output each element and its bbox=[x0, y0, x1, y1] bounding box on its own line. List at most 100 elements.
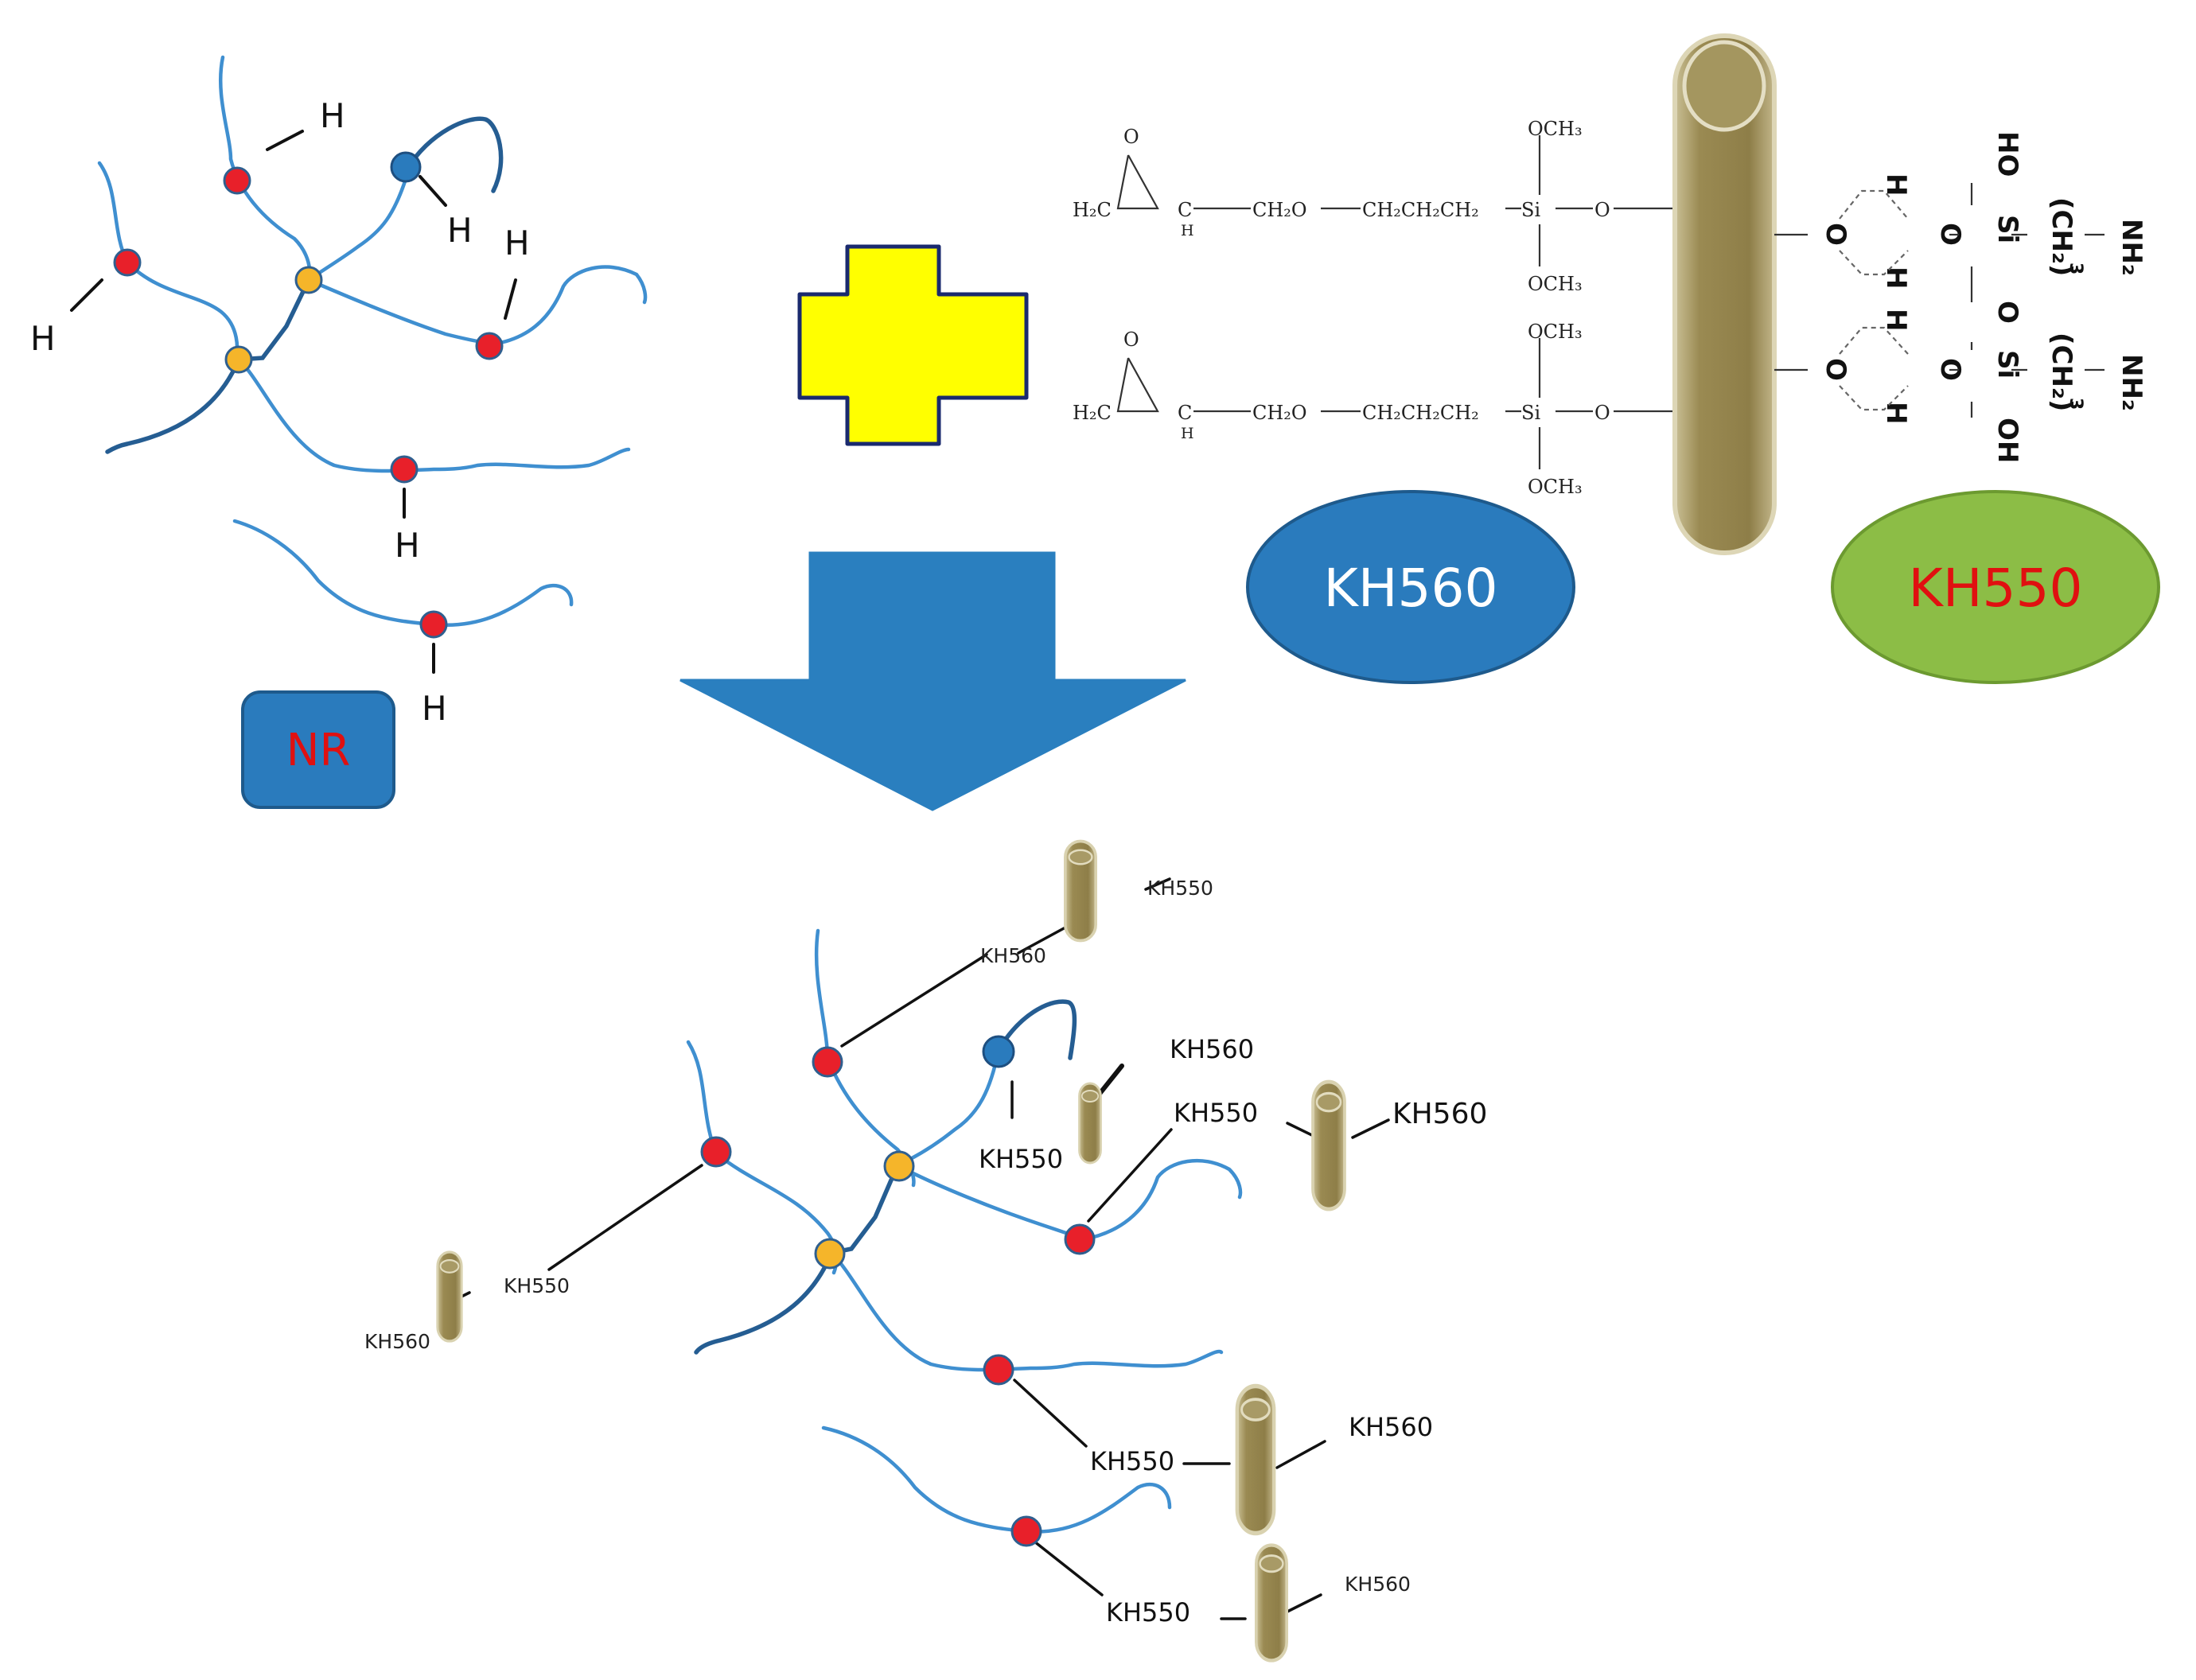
propyl-group: CH₂CH₂CH₂ bbox=[1362, 199, 1479, 221]
product-network: KH550 KH560 KH560 KH550 KH550 KH560 KH55… bbox=[364, 839, 1487, 1661]
kh550-chain-upper: O H H O HO Si (CH₂) 3 NH₂ O bbox=[1774, 131, 2147, 324]
chain-segment bbox=[236, 278, 311, 362]
reactive-site-node bbox=[700, 1136, 732, 1168]
surface-oxygen: O bbox=[1820, 223, 1851, 246]
hydrogen-lower: H bbox=[1880, 402, 1912, 424]
chain-segment bbox=[694, 1250, 834, 1355]
kh550-legend-label: KH550 bbox=[1909, 558, 2083, 619]
silica-particle bbox=[1672, 33, 1777, 555]
chain-segment bbox=[829, 1163, 900, 1255]
h2c-group: H₂C bbox=[1073, 199, 1112, 221]
silica-particle bbox=[1237, 1386, 1274, 1534]
propyl-ch2: (CH₂) bbox=[2046, 332, 2077, 411]
junction-node bbox=[883, 1150, 915, 1182]
nr-label-box: NR bbox=[241, 690, 395, 809]
reactive-site-node bbox=[419, 610, 448, 639]
silica-particle bbox=[1313, 1082, 1345, 1209]
ch2o-group: CH₂O bbox=[1252, 402, 1307, 424]
bridge-oxygen: O bbox=[1594, 402, 1610, 424]
kh560-label: KH560 bbox=[1349, 1412, 1433, 1442]
kh560-label: KH560 bbox=[980, 944, 1046, 967]
chain-segment bbox=[996, 999, 1077, 1060]
end-group-node bbox=[390, 151, 422, 183]
reactive-site-node bbox=[812, 1046, 843, 1078]
bridge-oxygen: O bbox=[1992, 301, 2023, 324]
chain-segment bbox=[895, 1048, 1001, 1168]
hydrogen-upper: H bbox=[1880, 173, 1912, 196]
kh560-label: KH560 bbox=[1345, 1573, 1411, 1596]
product-particles bbox=[436, 839, 1345, 1661]
reactive-site-node bbox=[223, 166, 251, 195]
reactive-site-node bbox=[1064, 1223, 1096, 1255]
chain-segment bbox=[403, 116, 504, 193]
silicon-atom: Si bbox=[1992, 215, 2023, 243]
product-nodes bbox=[700, 1035, 1096, 1547]
kh560-legend-label: KH560 bbox=[1324, 558, 1498, 619]
chain-segment bbox=[895, 1158, 1243, 1242]
modified-silica-structure: O H₂C C H CH₂O CH₂CH₂CH₂ Si OCH₃ OCH₃ O … bbox=[1073, 33, 2147, 555]
reactive-site-node bbox=[1010, 1515, 1042, 1547]
junction-node bbox=[814, 1238, 846, 1270]
methoxy-bottom: OCH₃ bbox=[1528, 476, 1583, 498]
hydroxyl-group: OH bbox=[1992, 418, 2023, 463]
hydroxyl-group: HO bbox=[1992, 131, 2023, 177]
nr-hydrogens: H H H H H H bbox=[30, 96, 530, 728]
h2c-group: H₂C bbox=[1073, 402, 1112, 424]
silica-particle bbox=[436, 1250, 463, 1343]
kh550-label: KH550 bbox=[504, 1274, 570, 1297]
hydrogen-label: H bbox=[447, 211, 473, 250]
end-group-node bbox=[982, 1035, 1015, 1068]
ring-carbon: C bbox=[1178, 199, 1192, 221]
junction-node bbox=[224, 345, 253, 374]
epoxide-oxygen: O bbox=[1123, 329, 1139, 351]
ring-hydrogen: H bbox=[1181, 425, 1194, 442]
reactive-site-node bbox=[390, 455, 419, 484]
down-arrow-icon bbox=[679, 551, 1186, 811]
silicon-atom: Si bbox=[1521, 402, 1540, 424]
silica-particle bbox=[1063, 839, 1098, 943]
ring-hydrogen: H bbox=[1181, 222, 1194, 239]
reactive-site-node bbox=[475, 332, 504, 360]
amino-group: NH₂ bbox=[2116, 354, 2147, 411]
propyl-count: 3 bbox=[2066, 262, 2085, 274]
propyl-group: CH₂CH₂CH₂ bbox=[1362, 402, 1479, 424]
product-links bbox=[452, 877, 1390, 1620]
junction-node bbox=[294, 266, 323, 294]
hydrogen-upper: H bbox=[1880, 309, 1912, 331]
ring-carbon: C bbox=[1178, 402, 1192, 424]
hydrogen-label: H bbox=[320, 96, 345, 135]
kh550-legend: KH550 bbox=[1831, 490, 2160, 684]
chain-segment bbox=[829, 1250, 1224, 1372]
amino-group: NH₂ bbox=[2116, 219, 2147, 276]
methoxy-bottom: OCH₃ bbox=[1528, 273, 1583, 295]
nr-network: H H H H H H NR bbox=[30, 55, 648, 809]
epoxide-oxygen: O bbox=[1123, 126, 1139, 148]
silicon-atom: Si bbox=[1521, 199, 1540, 221]
hydrogen-label: H bbox=[30, 319, 56, 358]
chain-segment bbox=[236, 357, 631, 473]
chain-segment bbox=[97, 161, 239, 362]
plus-icon bbox=[797, 244, 1029, 446]
kh550-label: KH550 bbox=[979, 1144, 1063, 1174]
reactive-site-node bbox=[983, 1354, 1014, 1386]
kh550-label: KH550 bbox=[1090, 1446, 1174, 1476]
hydrogen-label: H bbox=[422, 689, 447, 728]
kh560-legend: KH560 bbox=[1246, 490, 1575, 684]
reactive-site-node bbox=[113, 248, 142, 277]
surface-oxygen: O bbox=[1820, 358, 1851, 381]
propyl-ch2: (CH₂) bbox=[2046, 197, 2077, 276]
hydrogen-label: H bbox=[504, 224, 530, 262]
kh560-chain-upper: O H₂C C H CH₂O CH₂CH₂CH₂ Si OCH₃ OCH₃ O bbox=[1073, 118, 1679, 295]
nr-nodes bbox=[113, 151, 504, 639]
kh560-chain-lower: O H₂C C H CH₂O CH₂CH₂CH₂ Si OCH₃ OCH₃ O bbox=[1073, 321, 1679, 498]
nr-chains bbox=[97, 55, 648, 627]
kh550-label: KH550 bbox=[1147, 877, 1213, 900]
kh560-label: KH560 bbox=[364, 1330, 430, 1353]
product-labels: KH550 KH560 KH560 KH550 KH550 KH560 KH55… bbox=[364, 877, 1487, 1628]
kh560-label: KH560 bbox=[1170, 1034, 1254, 1064]
methoxy-top: OCH₃ bbox=[1528, 321, 1583, 343]
silica-particle bbox=[1077, 1082, 1103, 1165]
silicon-atom: Si bbox=[1992, 350, 2023, 379]
chain-segment bbox=[306, 265, 648, 346]
